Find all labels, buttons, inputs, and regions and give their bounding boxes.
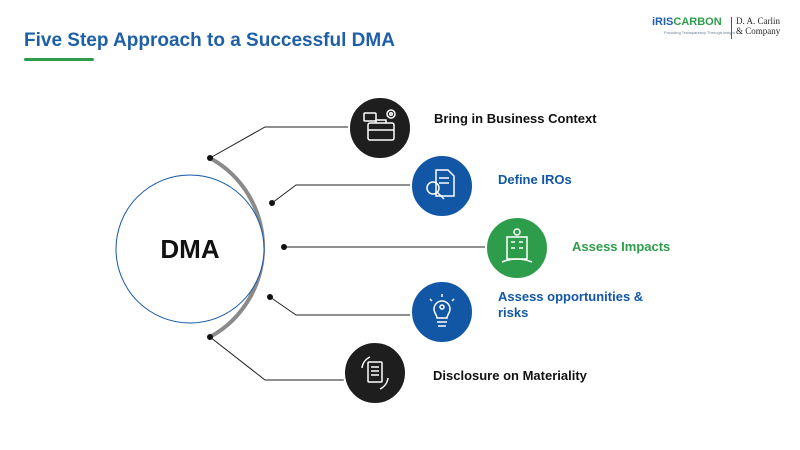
connector-step-2 xyxy=(271,184,412,204)
lightbulb-person-icon xyxy=(410,280,474,344)
document-cycle-icon xyxy=(343,341,407,405)
logo-company-line1: D. A. Carlin xyxy=(736,16,780,26)
connector-step-5 xyxy=(209,336,345,381)
logo-company-line2: & Company xyxy=(736,26,781,36)
step-label-assess-impacts: Assess Impacts xyxy=(572,239,671,254)
arc-dot-5 xyxy=(207,334,213,340)
step-label-disclosure: Disclosure on Materiality xyxy=(433,368,587,383)
step-label-business-context: Bring in Business Context xyxy=(434,111,597,126)
logo-brand-prefix: iRIS xyxy=(652,16,674,28)
briefcase-gear-icon xyxy=(348,96,412,160)
iriscarbon-logo: iRISCARBON xyxy=(652,16,722,28)
building-impact-icon xyxy=(485,216,549,280)
arc-dot-4 xyxy=(267,294,273,300)
connector-step-4 xyxy=(269,296,412,316)
step-label-define-iros: Define IROs xyxy=(498,172,572,187)
connector-step-1 xyxy=(209,126,350,159)
arc-dot-1 xyxy=(207,155,213,161)
page-title: Five Step Approach to a Successful DMA xyxy=(24,30,395,51)
center-label: DMA xyxy=(160,233,220,264)
logo-tagline: Providing Transparency Through Insight xyxy=(664,30,735,35)
logo-divider xyxy=(731,17,732,39)
center-circle xyxy=(115,174,265,324)
step-label-assess-opportunities: Assess opportunities & risks xyxy=(498,289,644,320)
brand-logo: iRISCARBON Providing Transparency Throug… xyxy=(652,16,792,42)
arc-dot-3 xyxy=(281,244,287,250)
dacarlin-logo: D. A. Carlin & Company xyxy=(736,16,780,36)
arc-dot-2 xyxy=(269,200,275,206)
logo-brand-suffix: CARBON xyxy=(673,16,722,28)
document-search-icon xyxy=(410,154,474,218)
title-underline xyxy=(24,58,94,61)
